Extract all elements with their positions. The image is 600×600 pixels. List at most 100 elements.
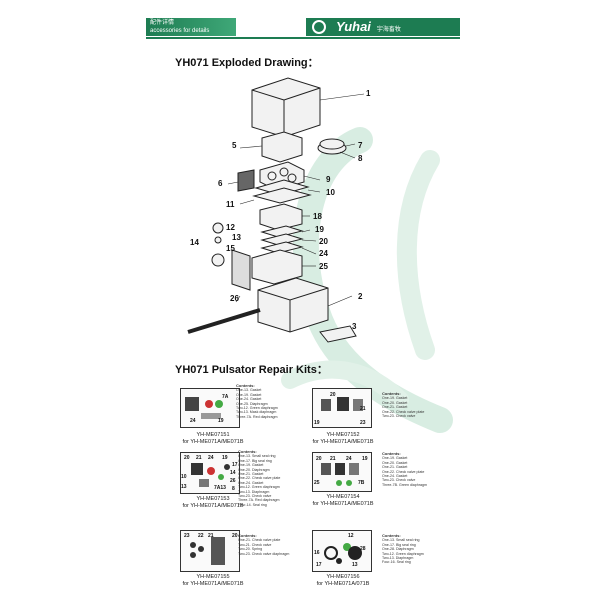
kit4-item: Two-23. Check valve — [382, 478, 416, 483]
kit6-item: One-17. Big seal ring — [382, 542, 416, 547]
kit6-label-28: 28 — [360, 546, 366, 552]
exploded-drawing — [187, 77, 365, 343]
kit1-item: One-24. Gasket — [236, 397, 262, 402]
callout-3: 3 — [352, 322, 357, 331]
kit6-label-12: 12 — [348, 533, 354, 539]
header-divider — [146, 37, 460, 39]
exploded-title: YH071 Exploded Drawing： — [175, 57, 319, 69]
kit6-item: Four-16. Seal ring — [382, 560, 411, 565]
kit1-label-19: 19 — [218, 418, 224, 424]
kit1-contents-title: Contents: — [236, 383, 255, 388]
kit4-label-24: 24 — [346, 456, 352, 462]
kit3-label-17: 17 — [232, 462, 238, 468]
kit3-label-24: 24 — [208, 455, 214, 461]
callout-7: 7 — [358, 141, 363, 150]
brand-bar: Yuhai 宇海畜牧 — [306, 18, 460, 36]
kit-parts-icon — [321, 397, 363, 411]
kit2-contents: Contents: One-19. Gasket One-20. Gasket … — [382, 391, 442, 418]
kit3-item: Four-14. Seal ring — [238, 502, 267, 507]
kit3-contents: Contents: One-13. Small seal ring One-17… — [238, 449, 298, 507]
kit5-label-23: 23 — [184, 533, 190, 539]
kit3-label-14: 14 — [230, 470, 236, 476]
kit2-item: One-22. Check valve plate — [382, 409, 425, 414]
kit2-contents-title: Contents: — [382, 391, 401, 396]
kit2-item: One-21. Gasket — [382, 405, 408, 410]
kit3-label-21: 21 — [196, 455, 202, 461]
kit-image-5 — [180, 530, 240, 572]
kit6-caption: YH-ME07156 for YH-ME071A/071B — [298, 574, 388, 588]
kit1-item: Three-7A. Red diaphragm — [236, 414, 278, 419]
callout-19: 19 — [315, 225, 324, 234]
kit3-item: One-21. Gasket — [238, 472, 264, 477]
kit4-fits: for YH-ME071A/ME071B — [312, 501, 374, 507]
kit3-item: Two-23. Check valve — [238, 494, 272, 499]
kit3-label-26: 26 — [230, 478, 236, 484]
header-subtitle: accessories for details — [150, 28, 210, 34]
kit5-contents: Contents: One-21. Check valve plate Two-… — [238, 533, 298, 556]
kit4-item: One-24. Gasket — [382, 474, 408, 479]
kit1-code: YH-ME07151 — [196, 432, 230, 438]
kit2-fits: for YH-ME071A/ME071B — [312, 439, 374, 445]
kit4-label-25: 25 — [314, 480, 320, 486]
kit4-item: One-20. Gasket — [382, 460, 408, 465]
brand-cn: 宇海畜牧 — [376, 27, 401, 33]
callout-26: 26 — [230, 294, 239, 303]
kit5-code: YH-ME07155 — [196, 574, 230, 580]
kit3-item: One-20. Diaphragm — [238, 467, 270, 472]
kit3-item: One-17. Big seal ring — [238, 458, 272, 463]
kit4-label-19: 19 — [362, 456, 368, 462]
callout-18: 18 — [313, 212, 322, 221]
kit3-item: Two-12. Green diaphragm — [238, 485, 280, 490]
kit3-item: One-13. Small seal ring — [238, 454, 276, 459]
callout-12: 12 — [226, 223, 235, 232]
kit6-item: One-28. Diaphragm — [382, 547, 414, 552]
kit1-contents: Contents: One-13. Gasket One-19. Gasket … — [236, 383, 296, 419]
kit4-contents-title: Contents: — [382, 451, 401, 456]
kits-title: YH071 Pulsator Repair Kits： — [175, 364, 328, 376]
kit2-label-20: 20 — [330, 392, 336, 398]
kit5-caption: YH-ME07155 for YH-ME071A/ME071B — [168, 574, 258, 588]
kit3-label-20: 20 — [184, 455, 190, 461]
kit6-code: YH-ME07156 — [326, 574, 360, 580]
kit6-contents-title: Contents: — [382, 533, 401, 538]
kit4-item: One-21. Gasket — [382, 465, 408, 470]
callout-24: 24 — [319, 249, 328, 258]
callout-6: 6 — [218, 179, 223, 188]
kit1-item: One-25. Diaphragm — [236, 401, 268, 406]
kit5-label-21: 21 — [208, 533, 214, 539]
kit3-item: Two-13. Diaphragm — [238, 489, 270, 494]
kit5-fits: for YH-ME071A/ME071B — [182, 581, 244, 587]
kit4-contents: Contents: One-19. Gasket One-20. Gasket … — [382, 451, 442, 487]
callout-11: 11 — [226, 200, 235, 209]
kit4-item: One-22. Check valve plate — [382, 469, 425, 474]
kit4-label-21: 21 — [330, 456, 336, 462]
kit2-label-23: 23 — [360, 420, 366, 426]
kit1-item: One-19. Gasket — [236, 392, 262, 397]
kit-parts-icon — [324, 543, 362, 564]
kit2-item: One-20. Gasket — [382, 400, 408, 405]
callout-20: 20 — [319, 237, 328, 246]
kit1-caption: YH-ME07151 for YH-ME071A/ME071B — [168, 432, 258, 446]
header-tab: 配件详情 accessories for details — [146, 18, 236, 36]
kit6-label-13: 13 — [352, 562, 358, 568]
kit-image-6 — [312, 530, 372, 572]
callout-15: 15 — [226, 244, 235, 253]
callout-2: 2 — [358, 292, 363, 301]
kit4-item: One-19. Gasket — [382, 456, 408, 461]
kit3-item: One-22. Check valve plate — [238, 476, 281, 481]
kit5-item: Two-20. Spring — [238, 547, 263, 552]
kit3-label-7a13: 7A13 — [214, 485, 226, 491]
callout-13: 13 — [232, 233, 241, 242]
kit1-label-7a: 7A — [222, 394, 229, 400]
kit-parts-icon — [185, 397, 223, 419]
kit5-item: One-21. Check valve plate — [238, 538, 281, 543]
kit3-item: One-19. Gasket — [238, 463, 264, 468]
kit4-item: Three-7B. Green diaphragm — [382, 482, 427, 487]
kit3-contents-title: Contents: — [238, 449, 257, 454]
kit3-label-13: 13 — [181, 484, 187, 490]
brand-name: Yuhai — [336, 19, 371, 34]
callout-10: 10 — [326, 188, 335, 197]
kit5-contents-title: Contents: — [238, 533, 257, 538]
kit2-code: YH-ME07152 — [326, 432, 360, 438]
kit4-label-20: 20 — [316, 456, 322, 462]
